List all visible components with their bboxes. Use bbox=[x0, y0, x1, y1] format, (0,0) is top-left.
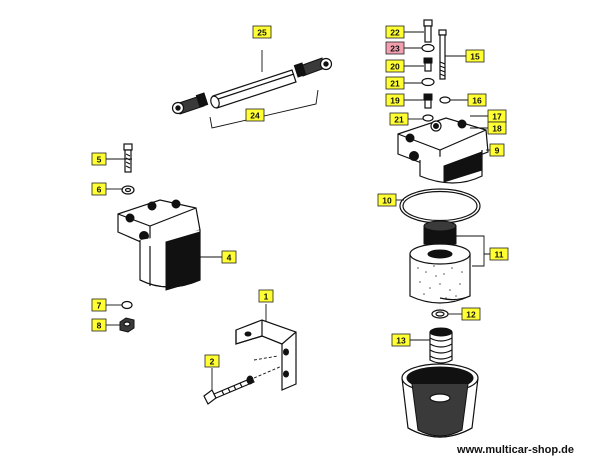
filter-element-11 bbox=[409, 220, 471, 304]
filter-head-9 bbox=[397, 117, 489, 184]
callout-1: 1 bbox=[258, 289, 274, 303]
sealing-ring-23 bbox=[421, 43, 435, 53]
callout-12: 12 bbox=[461, 307, 481, 321]
mounting-bracket bbox=[235, 319, 297, 391]
callout-10: 10 bbox=[377, 193, 397, 207]
callout-23: 23 bbox=[385, 41, 405, 55]
callout-22: 22 bbox=[385, 25, 405, 39]
svg-text:23: 23 bbox=[390, 44, 400, 54]
bolt-22 bbox=[423, 19, 433, 43]
fuel-pipe bbox=[210, 69, 297, 109]
screw-20 bbox=[423, 57, 433, 72]
fuel-line-assembly bbox=[171, 50, 333, 129]
svg-text:25: 25 bbox=[257, 28, 267, 38]
sealing-ring-21-top bbox=[421, 77, 435, 87]
callout-21-lower: 21 bbox=[389, 112, 409, 126]
callout-19: 19 bbox=[385, 93, 405, 107]
svg-text:17: 17 bbox=[492, 112, 502, 122]
svg-text:10: 10 bbox=[382, 196, 392, 206]
long-bolt-15 bbox=[438, 29, 447, 80]
callout-4: 4 bbox=[221, 250, 237, 264]
spring-washer-7 bbox=[121, 300, 133, 310]
leader-lines bbox=[106, 31, 492, 390]
sealing-ring-21-lower bbox=[422, 114, 434, 122]
callout-7: 7 bbox=[91, 298, 107, 312]
svg-text:20: 20 bbox=[390, 62, 400, 72]
callout-13: 13 bbox=[391, 333, 411, 347]
website-url: www.multicar-shop.de bbox=[457, 444, 574, 456]
svg-text:21: 21 bbox=[394, 115, 404, 125]
spring-13 bbox=[429, 327, 453, 364]
callout-24: 24 bbox=[245, 108, 265, 122]
svg-text:21: 21 bbox=[390, 79, 400, 89]
callout-5: 5 bbox=[91, 152, 107, 166]
svg-text:11: 11 bbox=[495, 250, 504, 260]
callout-17: 17 bbox=[487, 109, 507, 123]
callout-11: 11 bbox=[489, 247, 509, 261]
callout-20: 20 bbox=[385, 59, 405, 73]
callout-15: 15 bbox=[465, 49, 485, 63]
callout-6: 6 bbox=[91, 182, 107, 196]
svg-text:6: 6 bbox=[97, 185, 102, 195]
callout-18: 18 bbox=[487, 121, 507, 135]
filter-bowl bbox=[401, 363, 479, 438]
callout-9: 9 bbox=[489, 143, 505, 157]
svg-text:12: 12 bbox=[466, 310, 476, 320]
vent-plug-19 bbox=[423, 93, 433, 109]
svg-text:8: 8 bbox=[97, 321, 102, 331]
svg-text:1: 1 bbox=[264, 292, 269, 302]
bolt-2 bbox=[203, 365, 283, 405]
filter-paper-texture bbox=[417, 265, 463, 299]
nut-8 bbox=[119, 317, 135, 333]
o-ring-12 bbox=[431, 309, 449, 319]
fuel-filter-left bbox=[117, 199, 201, 291]
washer-6 bbox=[121, 185, 135, 195]
callout-25: 25 bbox=[252, 25, 272, 39]
svg-text:4: 4 bbox=[227, 253, 232, 263]
svg-text:13: 13 bbox=[396, 336, 406, 346]
svg-text:15: 15 bbox=[470, 52, 480, 62]
callout-16: 16 bbox=[467, 93, 487, 107]
svg-text:9: 9 bbox=[495, 146, 500, 156]
o-ring-16 bbox=[439, 96, 451, 104]
svg-text:5: 5 bbox=[97, 155, 102, 165]
svg-text:16: 16 bbox=[472, 96, 482, 106]
gasket-10 bbox=[399, 188, 481, 224]
left-banjo-fitting bbox=[171, 92, 209, 115]
svg-text:7: 7 bbox=[97, 301, 102, 311]
callout-8: 8 bbox=[91, 318, 107, 332]
callout-2: 2 bbox=[204, 354, 220, 368]
svg-text:18: 18 bbox=[492, 124, 502, 134]
svg-text:24: 24 bbox=[250, 111, 260, 121]
right-banjo-fitting bbox=[293, 57, 333, 78]
svg-text:2: 2 bbox=[210, 357, 215, 367]
svg-text:19: 19 bbox=[390, 96, 400, 106]
callout-21-upper: 21 bbox=[385, 76, 405, 90]
svg-text:22: 22 bbox=[390, 28, 400, 38]
bolt-5 bbox=[123, 143, 133, 173]
